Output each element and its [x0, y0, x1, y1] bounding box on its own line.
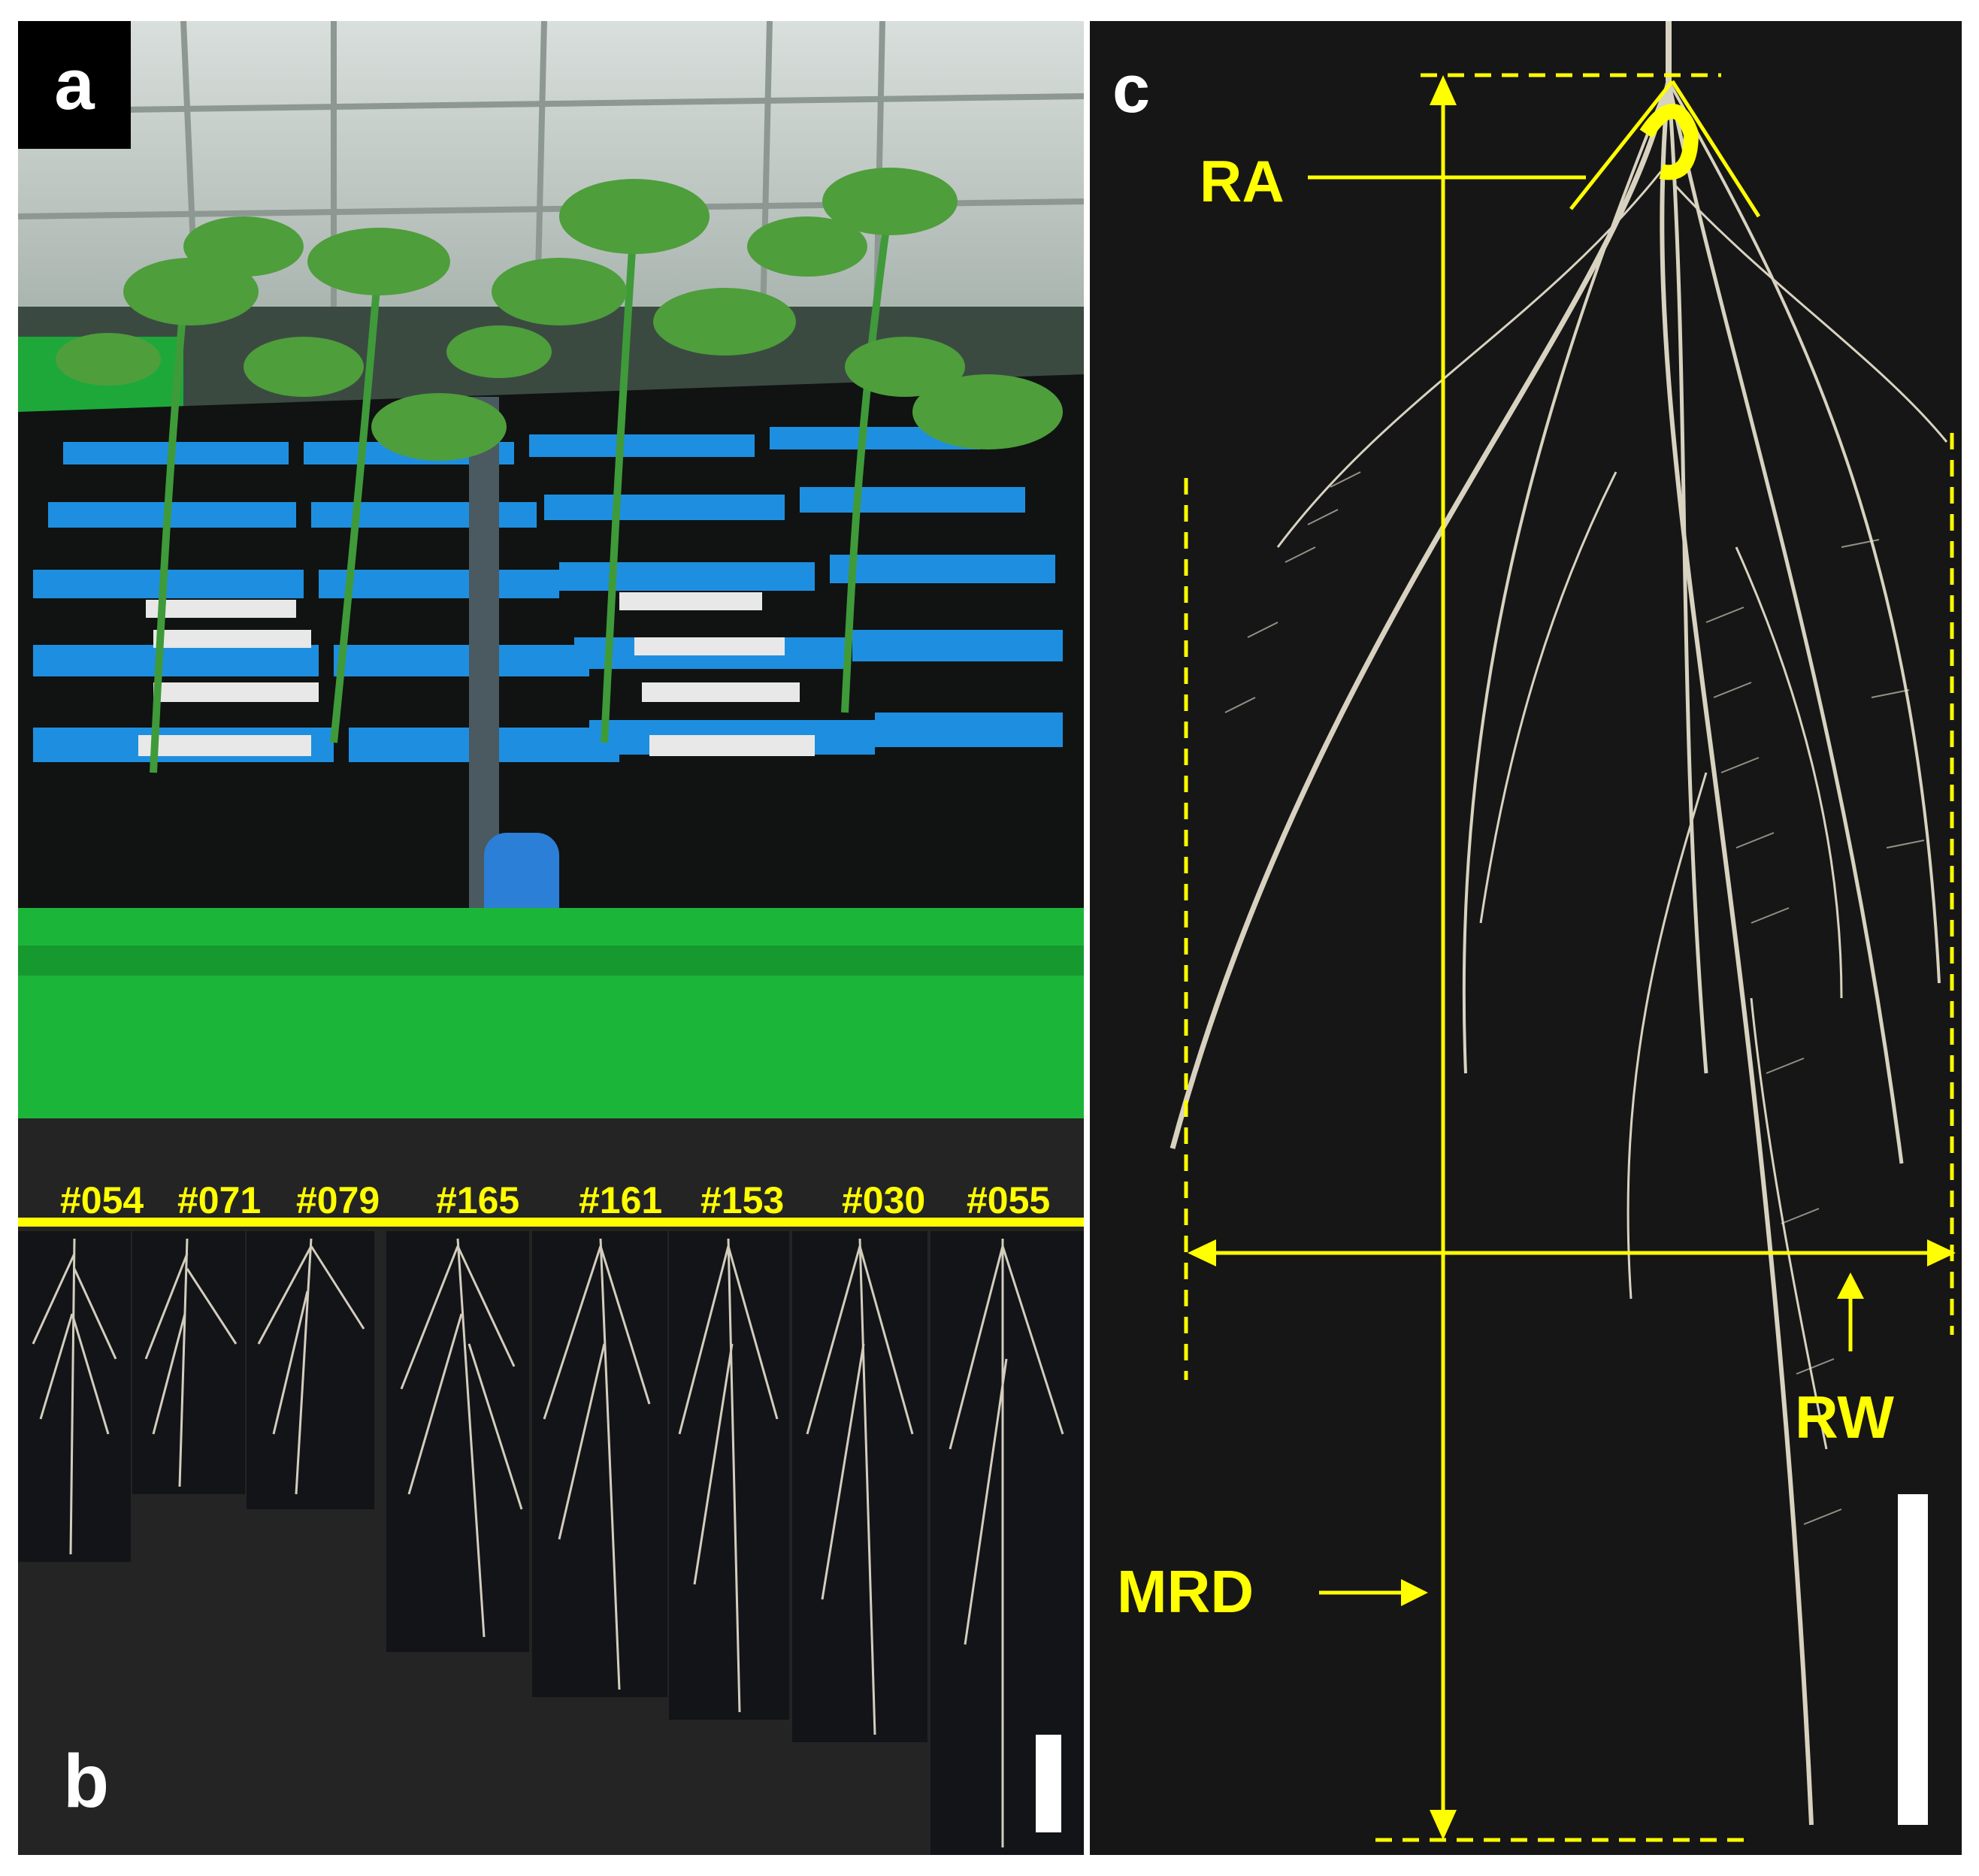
- accession-label: #071: [177, 1179, 262, 1221]
- panel-b-root-comparison: #054 #071 #079 #165 #161 #153 #030 #055 …: [18, 1118, 1084, 1855]
- scale-bar: [1898, 1494, 1928, 1825]
- root-system: [1170, 21, 1948, 1826]
- panel-c-label: c: [1112, 52, 1151, 127]
- accession-label: #055: [967, 1179, 1051, 1221]
- root-width-label: RW: [1795, 1384, 1894, 1451]
- accession-label: #054: [60, 1179, 144, 1221]
- accession-label: #153: [701, 1179, 785, 1221]
- greenhouse-scene: [18, 21, 1084, 1118]
- root-angle-label: RA: [1200, 148, 1285, 214]
- panel-a-greenhouse-photo: a: [18, 21, 1084, 1118]
- panel-c-root-annotation: c RA MRD RW: [1090, 21, 1962, 1855]
- max-root-depth-label: MRD: [1117, 1558, 1254, 1625]
- trait-measurement-lines: [1184, 73, 1956, 1842]
- root-strips: [18, 1218, 1084, 1855]
- panel-b-label: b: [63, 1739, 110, 1823]
- root-trait-diagram: [1170, 21, 1956, 1842]
- accession-label: #161: [579, 1179, 663, 1221]
- panel-a-label: a: [18, 21, 131, 149]
- accession-label: #165: [436, 1179, 520, 1221]
- accession-label: #079: [296, 1179, 380, 1221]
- accession-label: #030: [842, 1179, 926, 1221]
